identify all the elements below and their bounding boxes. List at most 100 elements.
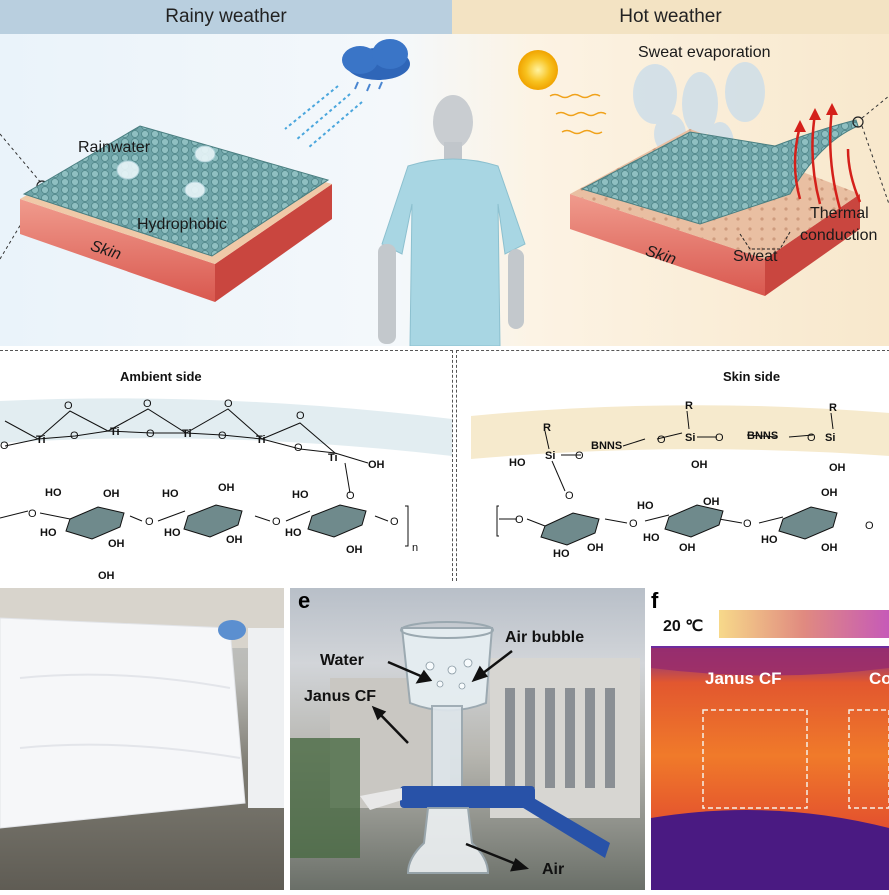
svg-text:OH: OH — [346, 544, 363, 556]
svg-text:OH: OH — [218, 482, 235, 494]
svg-text:n: n — [412, 542, 418, 554]
svg-text:R: R — [543, 422, 551, 434]
temp-color-scale — [719, 610, 889, 638]
label-air-bubble: Air bubble — [505, 629, 584, 646]
svg-text:OH: OH — [829, 462, 846, 474]
svg-text:Ti: Ti — [256, 434, 266, 446]
svg-text:O: O — [64, 400, 73, 412]
label-water: Water — [320, 652, 364, 669]
skin-block-front — [20, 199, 215, 302]
photo-d-svg — [0, 588, 284, 829]
sun-icon — [518, 50, 558, 90]
svg-text:Si: Si — [825, 432, 835, 444]
svg-text:Si: Si — [685, 432, 695, 444]
svg-text:OH: OH — [226, 534, 243, 546]
svg-text:Ti: Ti — [110, 426, 120, 438]
glove-hand — [218, 620, 246, 640]
panel-letter-f: f — [651, 588, 659, 613]
svg-text:HO: HO — [637, 500, 654, 512]
skin-block-side — [215, 184, 332, 302]
water-droplet — [184, 181, 206, 199]
svg-text:OH: OH — [108, 538, 125, 550]
svg-text:OH: OH — [368, 459, 385, 471]
chem-ambient-svg: Ambient side O O O Ti O O Ti O O Ti — [0, 369, 452, 582]
water-droplet — [116, 160, 140, 180]
svg-text:O: O — [296, 410, 305, 422]
svg-text:R: R — [685, 400, 693, 412]
svg-text:O: O — [70, 430, 79, 442]
svg-text:Ti: Ti — [36, 434, 46, 446]
photo-e-svg: e Water Air bubble Janus CF Air — [290, 588, 640, 878]
svg-text:HO: HO — [553, 548, 570, 560]
photo-f-svg: f 20 ℃ Janus CF Co — [651, 588, 889, 890]
heat-arrows — [793, 108, 862, 210]
svg-text:O: O — [28, 508, 37, 520]
callout-circle — [852, 116, 864, 128]
svg-text:OH: OH — [587, 542, 604, 554]
chem-panel-skin: Skin side R Si HO O BNNS O — [456, 350, 889, 581]
chem-skin-svg: Skin side R Si HO O BNNS O — [471, 369, 889, 560]
rain-cloud-icon — [342, 39, 410, 92]
blue-clamp — [400, 786, 535, 808]
svg-text:O: O — [629, 518, 638, 530]
label-control-thermal: Co — [869, 669, 889, 688]
svg-text:OH: OH — [821, 487, 838, 499]
chem-panel-ambient: Ambient side O O O Ti O O Ti O O Ti — [0, 350, 453, 582]
label-air: Air — [542, 861, 564, 878]
skin-block-side — [765, 194, 860, 296]
ambient-title: Ambient side — [120, 369, 202, 384]
label-conduction: conduction — [800, 227, 878, 244]
svg-text:O: O — [143, 398, 152, 410]
photo-f: f 20 ℃ Janus CF Co — [651, 588, 889, 890]
svg-text:OH: OH — [691, 459, 708, 471]
svg-text:OH: OH — [679, 542, 696, 554]
rainy-header: Rainy weather — [0, 0, 452, 34]
svg-text:HO: HO — [761, 534, 778, 546]
callout-line — [861, 95, 889, 119]
svg-text:OH: OH — [821, 542, 838, 554]
label-hydrophobic: Hydrophobic — [137, 216, 227, 233]
svg-text:O: O — [272, 516, 281, 528]
svg-text:BNNS: BNNS — [747, 430, 778, 442]
white-fabric — [0, 617, 246, 829]
fabric-layer-lifted — [580, 119, 859, 225]
svg-text:O: O — [865, 520, 874, 532]
label-thermal: Thermal — [810, 205, 869, 222]
svg-text:O: O — [807, 432, 816, 444]
svg-text:HO: HO — [285, 527, 302, 539]
svg-text:O: O — [715, 432, 724, 444]
label-sweat-evaporation: Sweat evaporation — [638, 44, 771, 61]
svg-text:O: O — [224, 398, 233, 410]
svg-text:O: O — [565, 490, 574, 502]
svg-text:Ti: Ti — [328, 452, 338, 464]
svg-text:O: O — [346, 490, 355, 502]
sweat-leader — [739, 233, 780, 250]
label-janus-cf-thermal: Janus CF — [705, 669, 782, 688]
svg-text:R: R — [829, 402, 837, 414]
sun-ray-arrows — [549, 93, 607, 135]
label-sweat: Sweat — [733, 248, 778, 265]
svg-text:O: O — [515, 514, 524, 526]
water-droplet — [194, 145, 216, 163]
skin-title: Skin side — [723, 369, 780, 384]
callout-line — [861, 125, 889, 205]
rainy-header-text: Rainy weather — [165, 6, 287, 27]
svg-text:O: O — [146, 428, 155, 440]
svg-text:HO: HO — [45, 487, 62, 499]
svg-text:O: O — [657, 434, 666, 446]
rain-arrows — [284, 85, 363, 149]
vapor-clouds — [633, 62, 765, 166]
svg-text:HO: HO — [164, 527, 181, 539]
svg-text:O: O — [218, 430, 227, 442]
svg-text:O: O — [294, 442, 303, 454]
hot-header: Hot weather — [452, 0, 889, 34]
flask-lower — [406, 807, 490, 874]
label-rainwater: Rainwater — [78, 139, 151, 156]
roi-box-right — [848, 709, 889, 809]
svg-text:HO: HO — [509, 457, 526, 469]
svg-text:OH: OH — [703, 496, 720, 508]
callout-line — [0, 133, 43, 185]
svg-text:Si: Si — [545, 450, 555, 462]
fabric-layer — [22, 125, 330, 257]
svg-text:OH: OH — [103, 488, 120, 500]
